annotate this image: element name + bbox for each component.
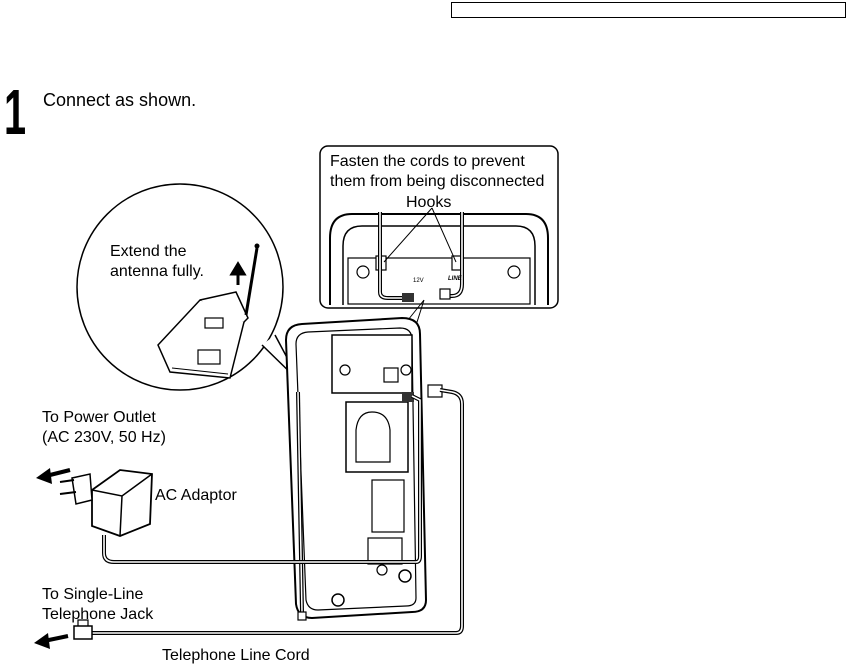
ac-adaptor-drawing xyxy=(59,469,153,537)
antenna-detail-circle xyxy=(76,183,301,391)
telephone-plug xyxy=(73,619,93,640)
line-marking: LINE xyxy=(448,276,462,282)
antenna-caption-line2: antenna fully. xyxy=(110,263,204,280)
telephone-jack-label-line2: Telephone Jack xyxy=(42,606,154,623)
line-cord-label: Telephone Line Cord xyxy=(162,647,310,664)
telephone-jack-label-line1: To Single-Line xyxy=(42,586,144,603)
power-outlet-label-line2: (AC 230V, 50 Hz) xyxy=(42,429,166,446)
antenna-caption-line1: Extend the xyxy=(110,243,187,260)
fasten-caption-line1: Fasten the cords to prevent xyxy=(330,153,525,170)
dc-in-marking: 12V xyxy=(413,278,424,284)
fasten-caption-line2: them from being disconnected xyxy=(330,173,545,190)
ac-adaptor-label: AC Adaptor xyxy=(155,487,237,504)
base-unit xyxy=(284,316,443,621)
step-number: 1 xyxy=(4,76,27,148)
power-outlet-label-line1: To Power Outlet xyxy=(42,409,156,426)
hooks-detail-inset xyxy=(319,145,559,339)
header-box xyxy=(451,2,846,18)
step-instruction: Connect as shown. xyxy=(43,90,197,110)
hooks-label: Hooks xyxy=(406,194,452,211)
